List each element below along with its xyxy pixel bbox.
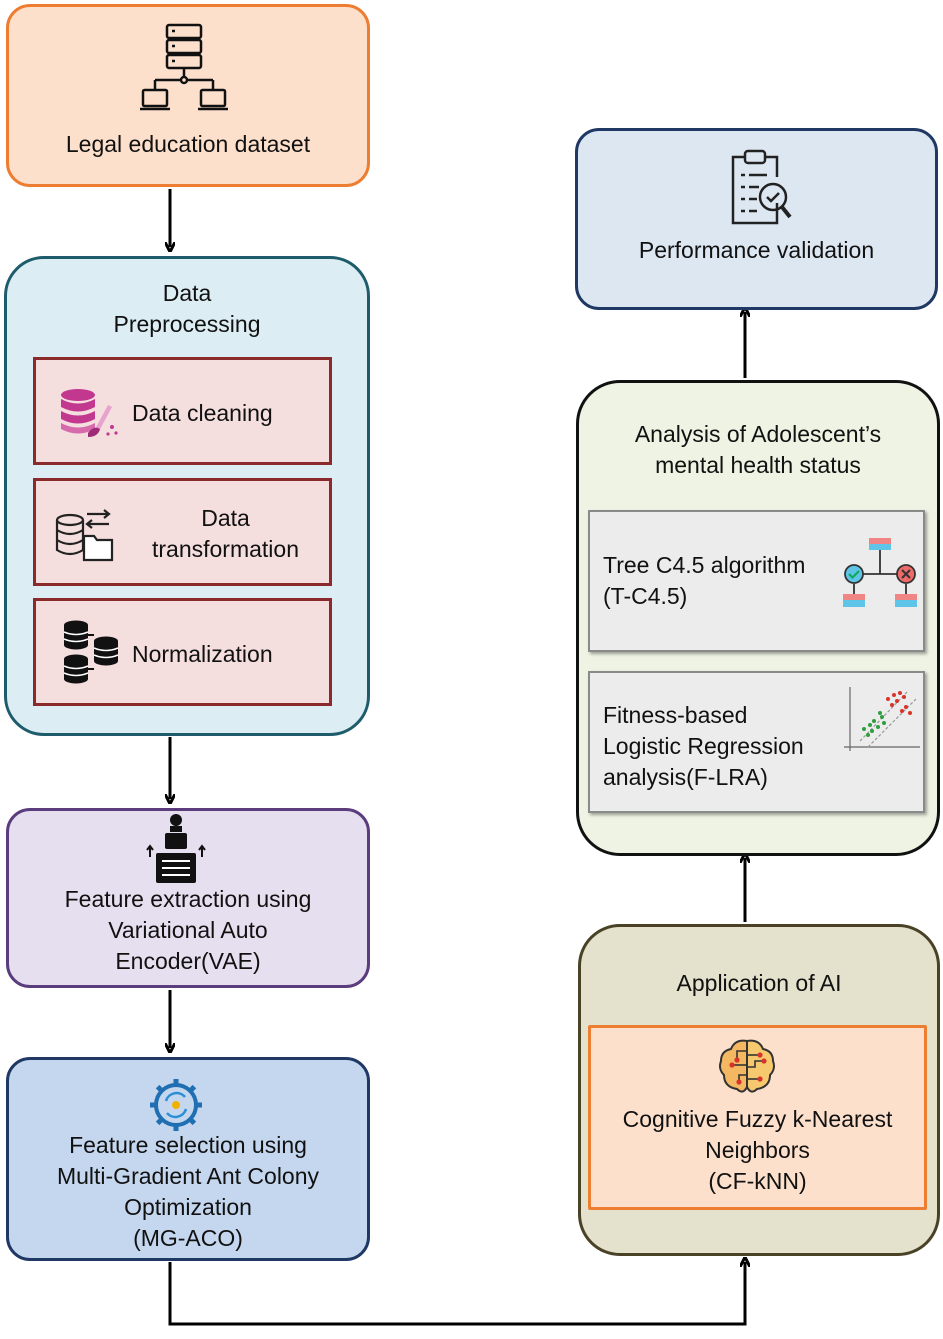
robot-document-icon bbox=[146, 814, 206, 883]
database-broom-icon bbox=[61, 389, 118, 437]
dataset-title: Legal education dataset bbox=[65, 131, 311, 157]
step-normalization: Normalization bbox=[33, 598, 332, 706]
step-data-transformation-line1: Data bbox=[201, 505, 250, 531]
preprocessing-title-line1: Data bbox=[162, 280, 212, 306]
clipboard-check-icon bbox=[731, 149, 792, 225]
database-folder-transfer-icon bbox=[55, 509, 114, 562]
step-data-transformation-line2: transformation bbox=[151, 536, 299, 562]
validation-title: Performance validation bbox=[638, 237, 875, 263]
scatter-plot-icon bbox=[844, 687, 920, 751]
feature-selection-line3: Optimization bbox=[124, 1194, 252, 1220]
cf-knn-line3: (CF-kNN) bbox=[708, 1168, 807, 1194]
feature-extraction-line1: Feature extraction using bbox=[64, 886, 312, 912]
feature-selection-line1: Feature selection using bbox=[69, 1132, 307, 1158]
analysis-title-line1: Analysis of Adolescent’s bbox=[634, 421, 882, 447]
method-tree-c45-line1: Tree C4.5 algorithm bbox=[603, 552, 806, 578]
cf-knn-line1: Cognitive Fuzzy k-Nearest bbox=[622, 1106, 893, 1132]
method-tree-c45: Tree C4.5 algorithm (T-C4.5) bbox=[588, 510, 925, 652]
database-network-icon bbox=[140, 23, 228, 111]
feature-selection-box: Feature selection using Multi-Gradient A… bbox=[6, 1057, 370, 1261]
step-data-transformation: Data transformation bbox=[33, 478, 332, 586]
arrow-selection-to-ai bbox=[168, 1262, 745, 1326]
decision-tree-icon bbox=[843, 538, 917, 607]
analysis-title-line2: mental health status bbox=[655, 452, 861, 478]
preprocessing-title-line2: Preprocessing bbox=[113, 311, 261, 337]
method-tree-c45-line2: (T-C4.5) bbox=[603, 583, 688, 609]
step-normalization-label: Normalization bbox=[132, 641, 273, 667]
cf-knn-box: Cognitive Fuzzy k-Nearest Neighbors (CF-… bbox=[588, 1025, 927, 1210]
method-f-lra-line1: Fitness-based bbox=[603, 702, 748, 728]
application-ai-title: Application of AI bbox=[676, 970, 842, 996]
feature-extraction-line3: Encoder(VAE) bbox=[115, 948, 261, 974]
feature-extraction-box: Feature extraction using Variational Aut… bbox=[6, 808, 370, 988]
dataset-box: Legal education dataset bbox=[6, 4, 370, 187]
feature-selection-line4: (MG-ACO) bbox=[133, 1225, 243, 1251]
database-sync-icon bbox=[63, 620, 119, 684]
feature-selection-line2: Multi-Gradient Ant Colony bbox=[56, 1163, 320, 1189]
cf-knn-line2: Neighbors bbox=[705, 1137, 810, 1163]
step-data-cleaning-label: Data cleaning bbox=[132, 400, 273, 426]
validation-box: Performance validation bbox=[575, 128, 938, 310]
method-f-lra-line2: Logistic Regression bbox=[603, 733, 804, 759]
feature-extraction-line2: Variational Auto bbox=[108, 917, 268, 943]
method-f-lra-line3: analysis(F-LRA) bbox=[603, 764, 768, 790]
brain-circuit-icon bbox=[719, 1039, 775, 1093]
gear-cycle-icon bbox=[150, 1079, 202, 1131]
step-data-cleaning: Data cleaning bbox=[33, 357, 332, 465]
method-f-lra: Fitness-based Logistic Regression analys… bbox=[588, 671, 925, 813]
